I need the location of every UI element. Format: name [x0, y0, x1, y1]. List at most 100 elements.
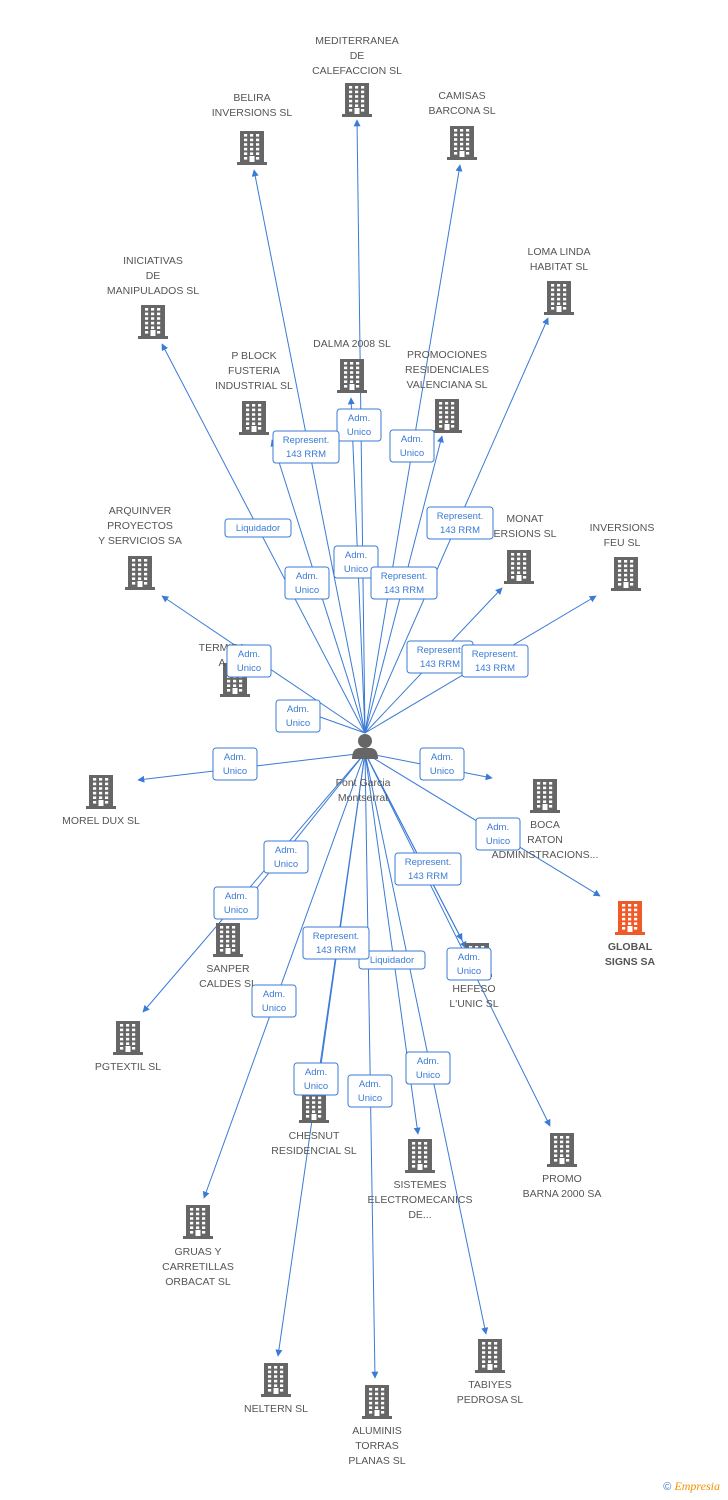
company-node-pgtextil[interactable]: PGTEXTIL SL	[95, 1021, 161, 1073]
edge-label-text: Adm.	[275, 845, 297, 856]
edge-label-text: Unico	[416, 1070, 440, 1081]
edge-label[interactable]: Adm.Unico	[475, 817, 521, 851]
footer-brand: © Empresia	[663, 1479, 720, 1494]
company-name: DALMA 2008 SL	[313, 338, 391, 350]
edge-label-text: Unico	[400, 448, 424, 459]
edge-line	[275, 752, 366, 1357]
edge-label[interactable]: Represent.143 RRM	[302, 926, 370, 960]
edge-label-text: Unico	[223, 766, 247, 777]
company-name: ARQUINVER	[109, 505, 172, 517]
edge-label-text: Unico	[295, 585, 319, 596]
edge-label-text: Represent.	[472, 649, 518, 660]
edge-label[interactable]: Adm.Unico	[405, 1051, 451, 1085]
edge-line	[364, 752, 379, 1379]
edge-label-text: Unico	[224, 905, 248, 916]
edge-label[interactable]: Adm.Unico	[446, 947, 492, 981]
company-node-moreldux[interactable]: MOREL DUX SL	[62, 775, 140, 827]
edge-label-text: Adm.	[224, 752, 246, 763]
edge-label[interactable]: Adm. Unico	[212, 747, 258, 781]
edge-label[interactable]: Represent. 143 RRM	[461, 644, 529, 678]
edge-label[interactable]: Adm.Unico	[284, 566, 330, 600]
person-name: Montserrat	[338, 792, 388, 804]
edge-label-text: Adm.	[345, 550, 367, 561]
edge-label-text: 143 RRM	[316, 945, 356, 956]
edge-label[interactable]: Adm. Unico	[263, 840, 309, 874]
company-name: ELECTROMECANICS	[367, 1194, 472, 1206]
edge-label[interactable]: Represent.143 RRM	[272, 430, 340, 464]
edge-label-text: Unico	[274, 859, 298, 870]
building-icon	[447, 126, 477, 160]
edge-label-text: Adm.	[263, 989, 285, 1000]
edge-label[interactable]: Adm. Unico	[389, 429, 435, 463]
building-icon	[544, 281, 574, 315]
company-node-boca[interactable]: BOCARATONADMINISTRACIONS...	[492, 779, 599, 861]
company-node-sistemes[interactable]: SISTEMESELECTROMECANICSDE...	[367, 1139, 473, 1221]
edge-label-text: Represent.	[381, 571, 427, 582]
edge-label[interactable]: Adm.Unico	[333, 545, 379, 579]
edge-label[interactable]: Represent.143 RRM	[426, 506, 494, 540]
company-name: GRUAS Y	[174, 1246, 221, 1258]
company-name: NELTERN SL	[244, 1403, 308, 1415]
building-icon	[261, 1363, 291, 1397]
company-name: A	[218, 657, 225, 669]
edge-label[interactable]: Adm.Unico	[226, 644, 272, 678]
edge-label-text: Represent.	[283, 435, 329, 446]
edge-label-text: Unico	[304, 1081, 328, 1092]
edge-label[interactable]: Liquidador	[358, 950, 426, 970]
edge-label-text: Represent.	[405, 857, 451, 868]
edge-label[interactable]: Adm.Unico	[336, 408, 382, 442]
company-node-dalma[interactable]: DALMA 2008 SL	[313, 338, 391, 393]
company-name: INVERSIONS	[590, 522, 655, 534]
company-name: RESIDENCIALES	[405, 364, 489, 376]
edge-label[interactable]: Adm.Unico	[419, 747, 465, 781]
edge-label[interactable]: Represent.143 RRM	[394, 852, 462, 886]
edge-label[interactable]: Represent.143 RRM	[370, 566, 438, 600]
company-name: ADMINISTRACIONS...	[492, 849, 599, 861]
company-name: PROMO	[542, 1173, 582, 1185]
building-icon	[183, 1205, 213, 1239]
company-node-neltern[interactable]: NELTERN SL	[244, 1363, 308, 1415]
edge-line	[235, 752, 366, 915]
person-icon	[352, 734, 378, 759]
edge-label-text: 143 RRM	[475, 663, 515, 674]
edge-label[interactable]: Adm.Unico	[213, 886, 259, 920]
building-icon	[547, 1133, 577, 1167]
edge-label-text: Adm.	[401, 434, 423, 445]
edge-label[interactable]: Liquidador	[224, 518, 292, 538]
company-name: DE...	[408, 1209, 431, 1221]
edge-label-text: Unico	[347, 427, 371, 438]
edge-label-text: Represent.	[437, 511, 483, 522]
edge-label[interactable]: Adm.Unico	[275, 699, 321, 733]
building-icon	[405, 1139, 435, 1173]
edge-label[interactable]: Adm.Unico	[251, 984, 297, 1018]
edge-label[interactable]: Adm.Unico	[347, 1074, 393, 1108]
company-name: PROYECTOS	[107, 520, 173, 532]
edge-label-text: Unico	[286, 718, 310, 729]
company-name: GLOBAL	[608, 941, 653, 953]
company-name: CALDES SL	[199, 978, 257, 990]
edge-label[interactable]: Adm.Unico	[293, 1062, 339, 1096]
copyright-symbol: ©	[663, 1481, 672, 1493]
edge-label-text: Liquidador	[370, 955, 414, 966]
brand-logo[interactable]: Empresia	[674, 1479, 720, 1493]
